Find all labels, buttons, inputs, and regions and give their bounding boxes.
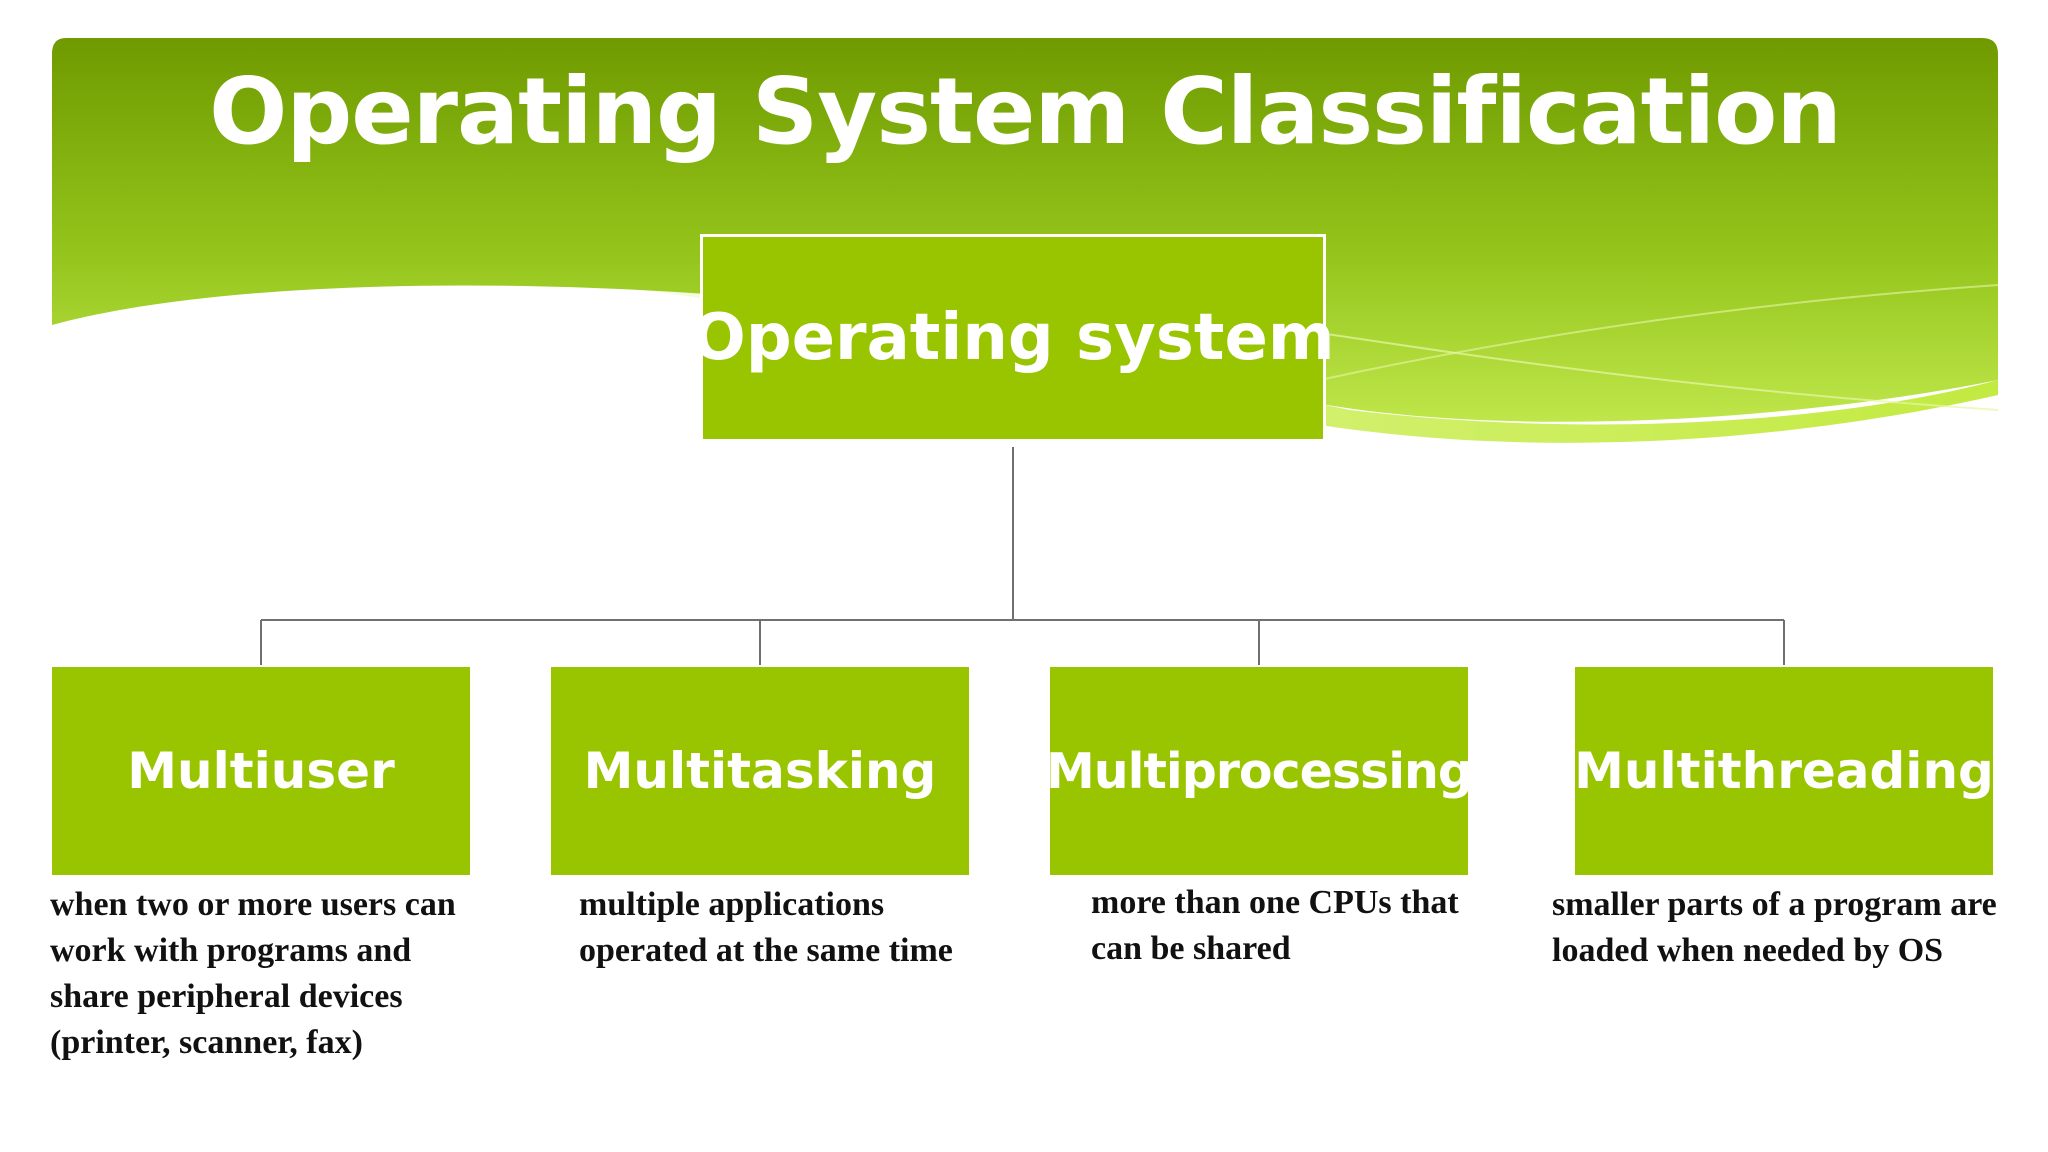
- node-multithreading: Multithreading: [1574, 667, 1994, 875]
- multiuser-description: when two or more users can work with pro…: [50, 886, 456, 1061]
- node-label: Multithreading: [1574, 742, 1994, 800]
- node-label: Multiuser: [127, 742, 395, 800]
- slide-title: Operating System Classification: [209, 58, 1842, 165]
- node-label: Multiprocessing: [1046, 742, 1473, 800]
- root-node-label: Operating system: [691, 301, 1335, 375]
- node-multiprocessing: Multiprocessing: [1046, 667, 1473, 875]
- node-label: Multitasking: [583, 742, 937, 800]
- multithreading-description: smaller parts of a program are loaded wh…: [1552, 886, 1997, 969]
- node-multitasking: Multitasking: [551, 667, 969, 875]
- node-multiuser: Multiuser: [52, 667, 470, 875]
- multitasking-description: multiple applications operated at the sa…: [579, 886, 953, 969]
- root-node: Operating system: [691, 234, 1335, 442]
- multiprocessing-description: more than one CPUs that can be shared: [1091, 884, 1459, 967]
